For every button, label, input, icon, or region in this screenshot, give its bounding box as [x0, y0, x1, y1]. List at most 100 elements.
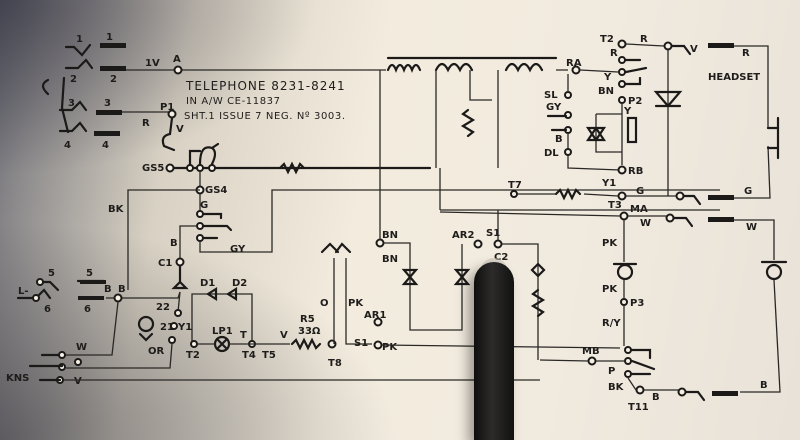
terminal-pk-mid-label: PK	[348, 298, 364, 309]
wire	[64, 58, 94, 70]
headset-microphone	[760, 260, 788, 281]
contact-bar-3	[96, 110, 122, 115]
headset-wire-g-label: G	[744, 186, 752, 197]
terminal	[618, 96, 626, 104]
wire	[58, 121, 88, 133]
lamp-lp1-label: LP1	[212, 326, 233, 337]
contact-bar	[80, 280, 106, 284]
wire	[188, 142, 220, 167]
headset-wire-r-label: R	[742, 48, 750, 59]
terminal-a-label: A	[173, 54, 181, 65]
terminal-ar1-label: AR1	[364, 310, 386, 321]
terminal	[373, 340, 383, 350]
terminal-bn-top-label: BN	[382, 230, 398, 241]
terminal-pk-r1-label: PK	[602, 238, 618, 249]
wire	[530, 262, 546, 278]
wire	[682, 194, 702, 206]
wire	[138, 332, 154, 342]
terminal	[618, 56, 626, 64]
contact-label-1: 1	[76, 34, 83, 45]
wire	[672, 216, 694, 228]
terminal	[32, 294, 40, 302]
terminal-or-label: OR	[148, 346, 165, 357]
terminal-t4-label: T4	[242, 350, 256, 361]
terminal-b-label: B	[170, 238, 178, 249]
pin-kns-label: KNS	[6, 373, 29, 384]
wire	[127, 189, 200, 290]
wire	[333, 258, 372, 345]
terminal-dl-label: DL	[544, 148, 559, 159]
terminal	[624, 357, 632, 365]
title-line-2: IN A/W CE-11837	[186, 96, 281, 107]
contact-label-2: 2	[70, 74, 77, 85]
wire	[64, 343, 540, 381]
terminal	[190, 340, 198, 348]
terminal	[373, 317, 383, 327]
terminal-gy-right-label: GY	[546, 102, 562, 113]
resistor-r5-label: R5	[300, 314, 315, 325]
contact-bar	[708, 195, 734, 200]
terminal	[665, 213, 675, 223]
terminal-y-coil-label: Y	[623, 106, 632, 117]
wire	[684, 390, 706, 402]
wire	[567, 74, 621, 171]
varistor-bridge	[585, 126, 607, 142]
terminal-o-mid-label: O	[320, 298, 329, 309]
bar-label-4: 4	[102, 140, 109, 151]
resistor-r5-value: 33Ω	[298, 326, 321, 337]
wire	[670, 44, 692, 56]
terminal-w-right-label: W	[640, 218, 651, 229]
wire	[177, 291, 181, 313]
terminal	[617, 191, 627, 201]
terminal-v-label: V	[176, 124, 184, 135]
terminal	[619, 211, 629, 221]
contact-bar-4	[94, 131, 120, 136]
bar-label-2: 2	[110, 74, 117, 85]
wire	[625, 43, 771, 199]
terminal-w-label: W	[76, 342, 87, 353]
wire	[28, 353, 64, 382]
terminal-p2-label: P2	[628, 96, 642, 107]
terminal	[168, 336, 176, 344]
terminal-bn-right-label: BN	[598, 86, 614, 97]
contact-bar	[708, 217, 734, 222]
diode-d2-label: D2	[232, 278, 247, 289]
terminal	[617, 39, 627, 49]
terminal-t8-label: T8	[328, 358, 342, 369]
terminal	[564, 91, 572, 99]
headset-label: HEADSET	[708, 72, 760, 83]
indicator-lamp	[137, 315, 155, 333]
headset-wire-b-label: B	[760, 380, 768, 391]
terminal-t-label: T	[240, 330, 247, 341]
title-line-3: SHT.1 ISSUE 7 NEG. Nº 3003.	[184, 111, 346, 122]
terminal	[74, 358, 82, 366]
wire	[171, 264, 189, 290]
pin-l-minus-label: L-	[18, 286, 29, 297]
terminal-bb	[113, 293, 123, 303]
terminal-y1-left-label: Y1	[177, 322, 192, 333]
terminal-sl-label: SL	[544, 90, 558, 101]
terminal-bk-label: BK	[108, 204, 125, 215]
terminal	[620, 298, 628, 306]
plug-contacts: 1 1 2 2 3 3 4 4	[41, 32, 126, 151]
terminal-ra-label: RA	[566, 58, 582, 69]
terminal-rb-label: RB	[628, 166, 643, 177]
terminal-a	[173, 65, 183, 75]
terminal-g-right-label: G	[636, 186, 644, 197]
terminal-pk-r2-label: PK	[602, 284, 618, 295]
terminal-v-bottom-label: V	[74, 376, 82, 387]
terminal-pk-low-label: PK	[382, 342, 398, 353]
wire	[624, 58, 648, 86]
terminal-p3-label: P3	[630, 298, 644, 309]
resistor-c2	[530, 288, 546, 318]
zener-2	[453, 268, 471, 286]
microphone-left	[612, 262, 638, 281]
wire	[630, 348, 656, 376]
wire	[734, 219, 775, 260]
wire	[41, 78, 50, 96]
terminal-c2-label: C2	[494, 252, 508, 263]
terminal-t5-label: T5	[262, 350, 276, 361]
terminal-c1	[175, 257, 185, 267]
varistor-headset	[653, 90, 683, 108]
